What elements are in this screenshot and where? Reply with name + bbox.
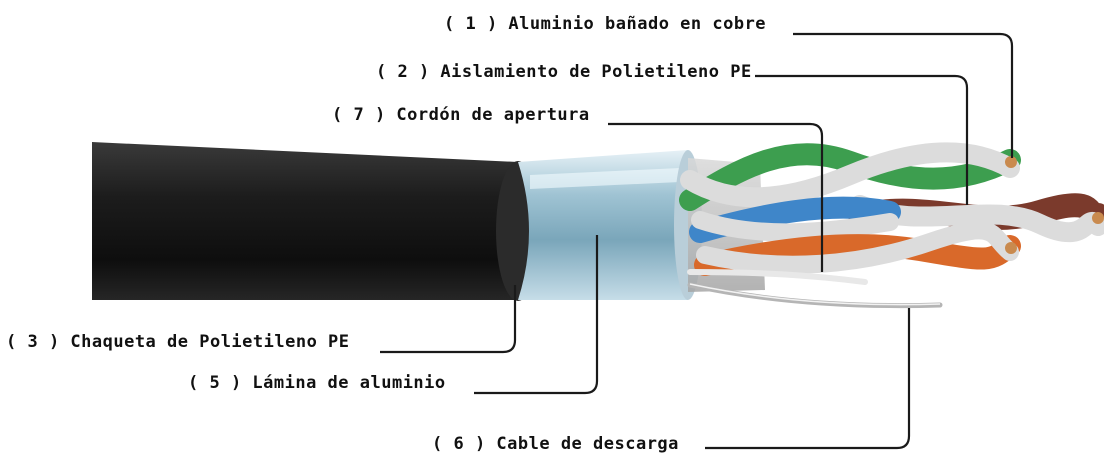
green-white-pair <box>680 142 1020 208</box>
label-cordon-apertura: ( 7 ) Cordón de apertura <box>332 105 590 125</box>
leader-lines <box>380 32 1014 450</box>
foil-shield <box>518 150 697 300</box>
conductor-tip-green <box>1005 156 1017 168</box>
leader-line-3 <box>380 285 517 354</box>
conductor-tip-brown <box>1092 212 1104 224</box>
leader-line-7 <box>608 122 824 272</box>
drain-wire-highlight <box>689 283 941 306</box>
label-aislamiento-polietileno: ( 2 ) Aislamiento de Polietileno PE <box>376 62 752 82</box>
foil-highlight <box>530 168 680 189</box>
green-pair <box>679 143 1021 211</box>
brown-white-pair <box>850 195 1104 243</box>
label-aluminio-banado-cobre: ( 1 ) Aluminio bañado en cobre <box>444 14 767 34</box>
blue-white-pair <box>691 211 899 242</box>
label-cable-descarga: ( 6 ) Cable de descarga <box>432 434 679 454</box>
drain-wire <box>687 282 943 309</box>
label-lamina-aluminio: ( 5 ) Lámina de aluminio <box>188 373 446 393</box>
leader-line-5 <box>474 235 599 395</box>
rip-cord <box>687 269 868 285</box>
leader-line-2 <box>755 74 969 205</box>
orange-white-pair <box>696 221 1019 274</box>
leader-line-6 <box>705 308 911 450</box>
leader-line-1 <box>793 32 1014 158</box>
jacket <box>92 142 533 300</box>
label-chaqueta-polietileno: ( 3 ) Chaqueta de Polietileno PE <box>6 332 350 352</box>
conductor-tip-orange <box>1005 242 1017 254</box>
